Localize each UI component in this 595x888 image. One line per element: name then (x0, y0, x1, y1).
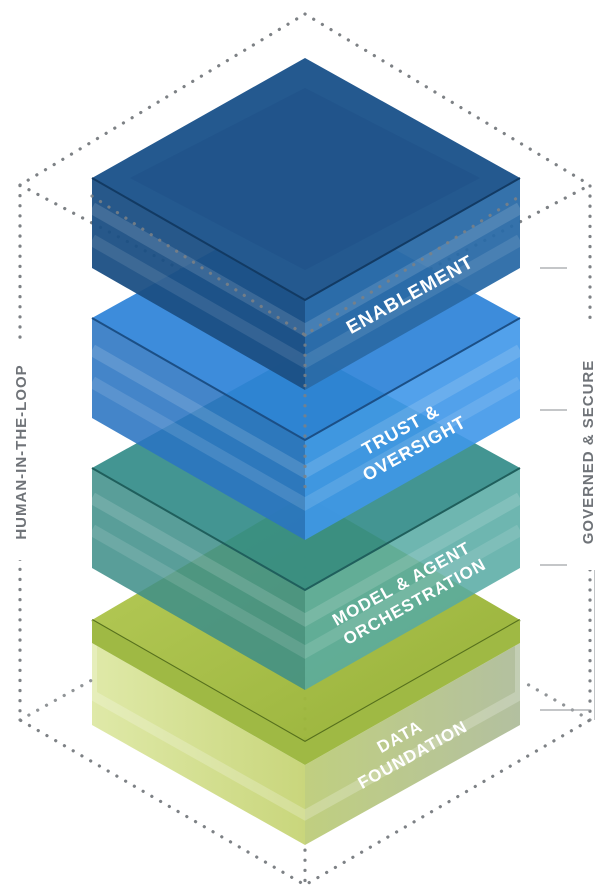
layer-enablement (89, 58, 523, 390)
right-connector-rules (540, 267, 595, 720)
right-label-backdrop (578, 320, 595, 570)
dotted-inner-lines (18, 194, 592, 722)
side-label-human-in-the-loop: HUMAN-IN-THE-LOOP (13, 364, 30, 539)
side-label-governed-secure: GOVERNED & SECURE (580, 360, 595, 545)
left-label-backdrop (11, 345, 29, 560)
